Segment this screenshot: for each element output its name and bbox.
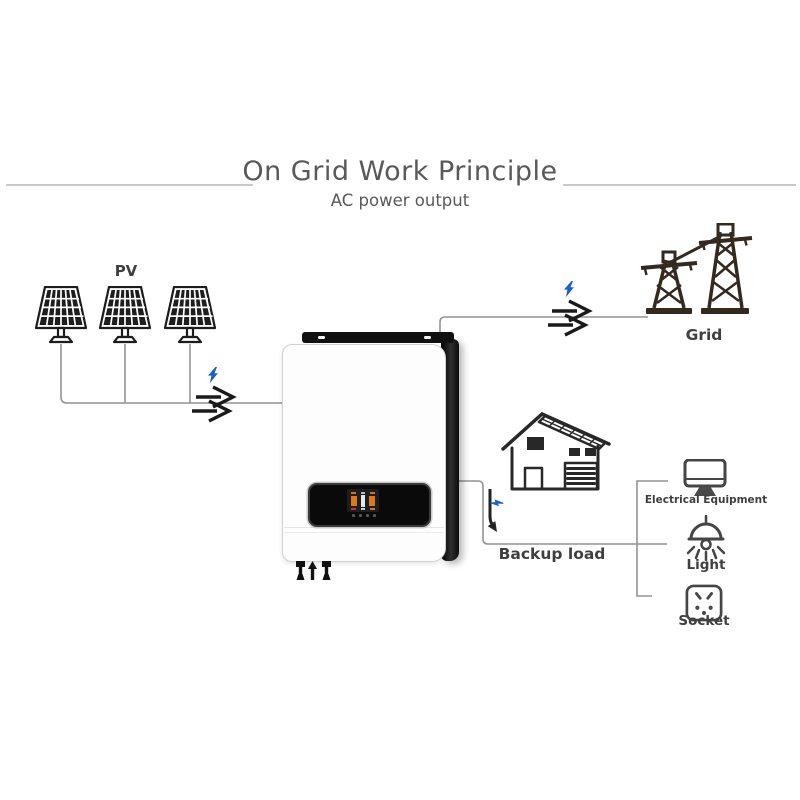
bracket-hole [424, 335, 431, 339]
pv-flow-indicator [192, 367, 237, 423]
grid-line [439, 316, 648, 333]
inverter-lcd-screen [347, 489, 379, 512]
page-subtitle: AC power output [330, 191, 470, 210]
lcd-segment [351, 508, 356, 510]
lcd-segment [361, 508, 365, 510]
grid-flow-indicator [548, 281, 593, 337]
backup-load-label: Backup load [498, 545, 606, 563]
house-icon [501, 412, 611, 491]
solar-panel-icon [163, 286, 217, 344]
load-bracket-line [636, 480, 668, 597]
display-button-dot [359, 514, 362, 517]
solar-panel-icon [34, 286, 88, 344]
plug-connector-icon [322, 561, 331, 580]
bracket-hole [318, 335, 325, 339]
down-arrow-icon [488, 489, 496, 529]
lcd-segment [361, 492, 365, 494]
pv-label: PV [114, 262, 138, 280]
lcd-segment [370, 492, 375, 494]
inverter-seam [284, 532, 444, 533]
grid-tower-icon [641, 223, 753, 314]
plug-connector-icon [296, 561, 305, 580]
inverter-mount-bracket [302, 332, 454, 343]
title-rule-left [6, 184, 253, 186]
mc4-connector-icons [296, 561, 331, 580]
backup-line [459, 480, 667, 545]
socket-label: Socket [678, 613, 730, 629]
pv-bus-line [60, 344, 282, 404]
up-arrow-icon [308, 561, 317, 580]
lightning-bolt-icon [489, 499, 504, 507]
lcd-segment [369, 496, 375, 506]
lcd-segment [370, 508, 375, 510]
double-arrow-icon [548, 299, 593, 337]
lightning-bolt-icon [208, 367, 218, 384]
backup-flow-indicator [487, 489, 504, 532]
pendant-light-icon [686, 515, 726, 562]
display-button-dot [352, 514, 355, 517]
page-title: On Grid Work Principle [242, 156, 558, 187]
solar-panel-icon [98, 286, 152, 344]
light-label: Light [686, 557, 726, 573]
electrical-equipment-label: Electrical Equipment [644, 494, 768, 506]
title-rule-right [563, 184, 796, 186]
monitor-icon [683, 459, 727, 496]
lightning-bolt-icon [564, 281, 574, 298]
inverter [282, 344, 446, 562]
inverter-seam [284, 527, 444, 528]
display-button-dot [373, 514, 376, 517]
display-button-dot [366, 514, 369, 517]
inverter-display [308, 483, 431, 527]
lcd-segment [351, 492, 356, 494]
socket-icon [685, 584, 723, 622]
grid-label: Grid [685, 326, 723, 344]
lcd-segment [361, 495, 365, 507]
double-arrow-icon [192, 385, 237, 423]
lcd-segment [351, 496, 357, 506]
